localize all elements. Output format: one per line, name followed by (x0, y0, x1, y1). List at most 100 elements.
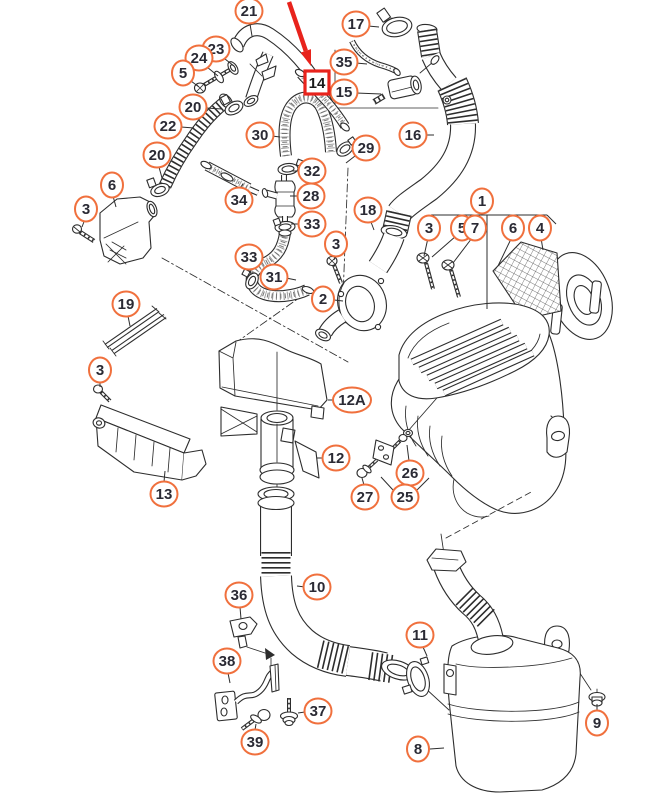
callout-leader-line (422, 646, 428, 657)
part-clamp-17 (376, 7, 413, 38)
callout-leader-line (333, 299, 344, 302)
callout-number: 24 (191, 50, 208, 67)
part-airbox (390, 302, 571, 518)
callout-33[interactable]: 33 (291, 210, 327, 238)
callout-39[interactable]: 39 (240, 723, 270, 756)
part-clamp-11 (401, 656, 430, 697)
callout-1[interactable]: 1 (470, 187, 494, 215)
callout-6[interactable]: 6 (497, 214, 525, 267)
callout-35[interactable]: 35 (329, 48, 368, 76)
callout-number: 16 (405, 127, 422, 144)
part-nut-9 (588, 688, 606, 707)
callout-circle (303, 697, 333, 725)
part-clamp-20b (146, 177, 170, 198)
callout-number: 5 (179, 65, 187, 82)
callout-26[interactable]: 26 (395, 444, 425, 487)
part-housing-6 (99, 196, 158, 265)
callout-circle (528, 214, 552, 242)
callout-3[interactable]: 3 (74, 195, 98, 228)
callout-5[interactable]: 5 (171, 59, 200, 88)
callout-32[interactable]: 32 (291, 157, 327, 185)
callout-number: 35 (336, 54, 353, 71)
callout-37[interactable]: 37 (297, 697, 333, 725)
highlight-number: 14 (309, 75, 326, 92)
callout-16[interactable]: 16 (398, 121, 435, 149)
callout-29[interactable]: 29 (345, 134, 381, 164)
callout-34[interactable]: 34 (224, 183, 254, 214)
callout-28[interactable]: 28 (290, 182, 326, 210)
callout-circle (88, 356, 112, 384)
callout-10[interactable]: 10 (296, 573, 332, 601)
part-screw-3b (92, 384, 112, 403)
callout-circle (585, 709, 609, 737)
callout-12[interactable]: 12 (317, 444, 351, 472)
callout-12A[interactable]: 12A (328, 386, 372, 414)
callout-19[interactable]: 19 (111, 290, 141, 327)
part-clamp-33a (272, 217, 296, 234)
callout-3[interactable]: 3 (417, 214, 441, 257)
callout-30[interactable]: 30 (245, 121, 281, 149)
callout-11[interactable]: 11 (405, 621, 435, 657)
callout-number: 12A (338, 392, 366, 409)
callout-25[interactable]: 25 (380, 476, 430, 511)
callout-leader-line (158, 166, 163, 179)
part-clamp-29 (336, 136, 357, 157)
callout-number: 5 (458, 220, 466, 237)
callout-number: 31 (266, 269, 283, 286)
callout-leader-line (163, 470, 166, 483)
callout-leader-line (380, 476, 394, 491)
callout-18[interactable]: 18 (353, 196, 383, 231)
callout-20[interactable]: 20 (142, 141, 172, 179)
highlight-box[interactable] (303, 69, 331, 96)
callout-number: 28 (303, 188, 320, 205)
pointer-triangle (265, 648, 275, 660)
callout-22[interactable]: 22 (153, 112, 195, 140)
callout-27[interactable]: 27 (350, 477, 380, 511)
highlight-marker-layer: 14 (286, 1, 331, 96)
callout-13[interactable]: 13 (149, 470, 179, 508)
callout-7[interactable]: 7 (452, 214, 487, 264)
callout-circle (224, 186, 254, 214)
callout-leader-line (227, 672, 231, 684)
callout-number: 20 (149, 147, 166, 164)
callout-leader-line (224, 58, 235, 67)
callout-2[interactable]: 2 (311, 285, 344, 313)
callout-6[interactable]: 6 (100, 171, 124, 208)
line-art (71, 7, 613, 793)
callout-number: 39 (247, 734, 264, 751)
callout-21[interactable]: 21 (234, 0, 264, 37)
part-bolt-27 (356, 458, 379, 479)
callout-leader-line (345, 155, 356, 164)
part-resonator-8 (426, 548, 581, 793)
callout-15[interactable]: 15 (329, 78, 382, 106)
callout-4[interactable]: 4 (528, 214, 552, 251)
callout-20[interactable]: 20 (178, 93, 223, 121)
callout-number: 36 (231, 587, 248, 604)
callout-24[interactable]: 24 (184, 44, 219, 77)
callout-36[interactable]: 36 (224, 581, 254, 620)
callout-number: 11 (412, 627, 428, 644)
callout-38[interactable]: 38 (212, 647, 242, 684)
part-sensor-15 (372, 55, 440, 105)
callout-17[interactable]: 17 (341, 10, 380, 38)
callout-number: 8 (414, 741, 422, 758)
callout-number: 19 (118, 296, 135, 313)
callout-circle (463, 214, 487, 242)
callout-number: 17 (348, 16, 365, 33)
callout-3[interactable]: 3 (324, 230, 348, 261)
callout-9[interactable]: 9 (585, 704, 609, 737)
callout-leader-line (406, 444, 410, 462)
part-screw-3d (326, 255, 343, 284)
part-stud-37 (279, 698, 299, 727)
callout-31[interactable]: 31 (259, 263, 297, 291)
callout-33[interactable]: 33 (234, 243, 264, 276)
callout-number: 37 (310, 703, 327, 720)
callout-8[interactable]: 8 (406, 735, 445, 763)
callout-circle (501, 214, 525, 242)
part-bolt-5-washer-24-nut-23 (193, 61, 239, 94)
callout-3[interactable]: 3 (88, 356, 112, 388)
callout-circle (245, 121, 275, 149)
part-elbow-16 (380, 23, 479, 240)
callout-number: 32 (304, 163, 321, 180)
